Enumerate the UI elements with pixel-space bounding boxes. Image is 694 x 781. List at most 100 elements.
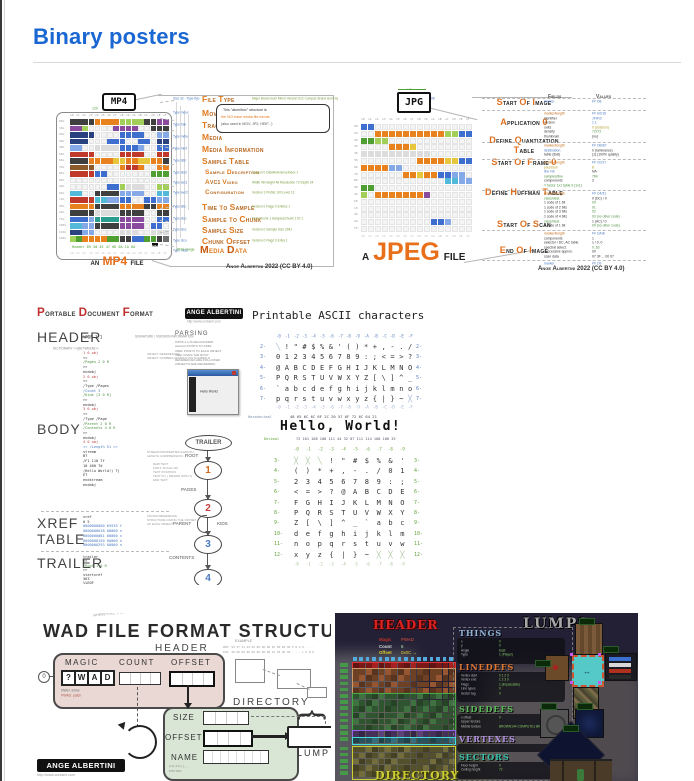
parsing-line: XREF POINTS TO EACH OBJECT — [175, 349, 222, 353]
lump-panel-title: THINGS — [459, 628, 503, 638]
hex-cell — [113, 171, 120, 177]
hex-cell — [429, 731, 436, 737]
hex-cell — [359, 752, 366, 759]
hex-cell — [163, 184, 169, 190]
hex-cell — [138, 197, 144, 203]
field-name: marker/length — [544, 161, 565, 165]
ascii-char: \ — [381, 374, 386, 383]
hex-cell — [113, 223, 120, 229]
hex-cell — [445, 205, 452, 212]
atom-label: Media Information — [202, 145, 264, 155]
hex-cell — [410, 130, 417, 137]
ascii-char: P — [276, 374, 281, 383]
hex-cell — [410, 185, 417, 192]
hex-row-label: 6- — [416, 385, 423, 392]
ascii-char: = — [305, 488, 311, 497]
hex-cell — [382, 171, 389, 178]
hex-cell — [417, 178, 424, 185]
hex-cell — [132, 177, 138, 184]
poster-ascii-characters[interactable]: Printable ASCII characters-0-1-2-3-4-5-6… — [248, 306, 428, 572]
hex-cell — [397, 681, 404, 687]
hex-cell — [423, 694, 430, 700]
hex-cell — [403, 212, 410, 219]
col-mark — [397, 657, 402, 661]
hex-cell — [113, 164, 120, 171]
field-value: 1 — [592, 236, 594, 241]
hex-cell — [410, 178, 417, 185]
tree-node-trailer: TRAILER — [185, 435, 232, 451]
poster-jpeg-file[interactable]: JPG78496x0x1x2x3x4x5x6x7x8x9xAxBxCxDxExF… — [352, 88, 650, 275]
hex-cell — [466, 130, 473, 137]
hex-cell — [445, 219, 452, 226]
row-mark — [340, 694, 348, 698]
hex-cell — [396, 164, 403, 171]
word: Chunk — [202, 236, 225, 246]
field-value: 0 (DC) / 0 — [592, 196, 607, 201]
col-mark — [391, 657, 395, 661]
ascii-char: r — [293, 395, 298, 403]
hex-cell — [76, 151, 82, 158]
hex-cell — [361, 212, 368, 219]
cell-divider — [130, 673, 131, 684]
hex-cell — [466, 205, 473, 212]
hex-cell — [417, 185, 424, 192]
hex-cell — [101, 132, 107, 138]
hex-cell — [361, 185, 368, 192]
hex-cell — [378, 737, 385, 743]
ascii-char: t — [311, 395, 316, 403]
doom-header-label: HEADER — [373, 618, 439, 632]
dec-col-header: -3 — [329, 447, 335, 452]
hex-cell — [113, 184, 120, 190]
row-label: 90x — [59, 178, 65, 182]
hex-cell — [70, 119, 76, 125]
parsing-title: PARSING — [175, 331, 209, 337]
hex-cell — [438, 130, 445, 137]
dec-row-label: 4- — [414, 468, 421, 474]
hex-cell — [76, 171, 82, 177]
divider — [33, 62, 681, 63]
hex-col-footer: -A — [364, 405, 369, 410]
hex-cell — [436, 663, 443, 669]
field-value: FF E0/16 — [592, 112, 606, 116]
col-footer: x0 — [361, 234, 365, 238]
dashed-line — [160, 100, 175, 103]
panel-value: 0 — [499, 644, 501, 648]
hex-cell — [391, 663, 398, 669]
hex-cell — [417, 759, 423, 765]
field-value: FF D9 — [592, 262, 602, 266]
word: Start — [497, 219, 518, 229]
word: Track — [202, 120, 223, 130]
col-header: xB — [138, 113, 142, 117]
hex-cell — [404, 675, 411, 681]
col-footer: x3 — [88, 251, 93, 255]
hex-cell — [163, 197, 169, 203]
hex-cell — [359, 746, 366, 752]
hex-cell — [82, 203, 89, 210]
hex-cell — [396, 124, 403, 130]
row-mark — [340, 759, 348, 763]
hex-cell — [378, 765, 385, 771]
hex-cell — [113, 210, 120, 216]
hex-cell — [423, 771, 430, 777]
hex-cell — [397, 759, 404, 765]
lump-panel-title: LINEDEFS — [459, 662, 515, 672]
col-header: xD — [452, 117, 456, 121]
ascii-char: W — [376, 509, 381, 517]
hex-cell — [389, 144, 396, 151]
ascii-char: G — [305, 498, 311, 507]
line — [398, 89, 426, 90]
hex-cell — [76, 229, 82, 236]
hex-cell — [403, 164, 410, 171]
hex-cell — [353, 725, 359, 731]
hex-cell — [359, 731, 366, 737]
body-code: /F1 110 Tf — [83, 458, 105, 464]
lump-panel — [457, 744, 565, 753]
ascii-char: / — [408, 343, 413, 351]
hex-cell — [438, 137, 445, 144]
atom-label-small: Configuration — [205, 190, 244, 197]
hex-cell — [150, 236, 157, 242]
